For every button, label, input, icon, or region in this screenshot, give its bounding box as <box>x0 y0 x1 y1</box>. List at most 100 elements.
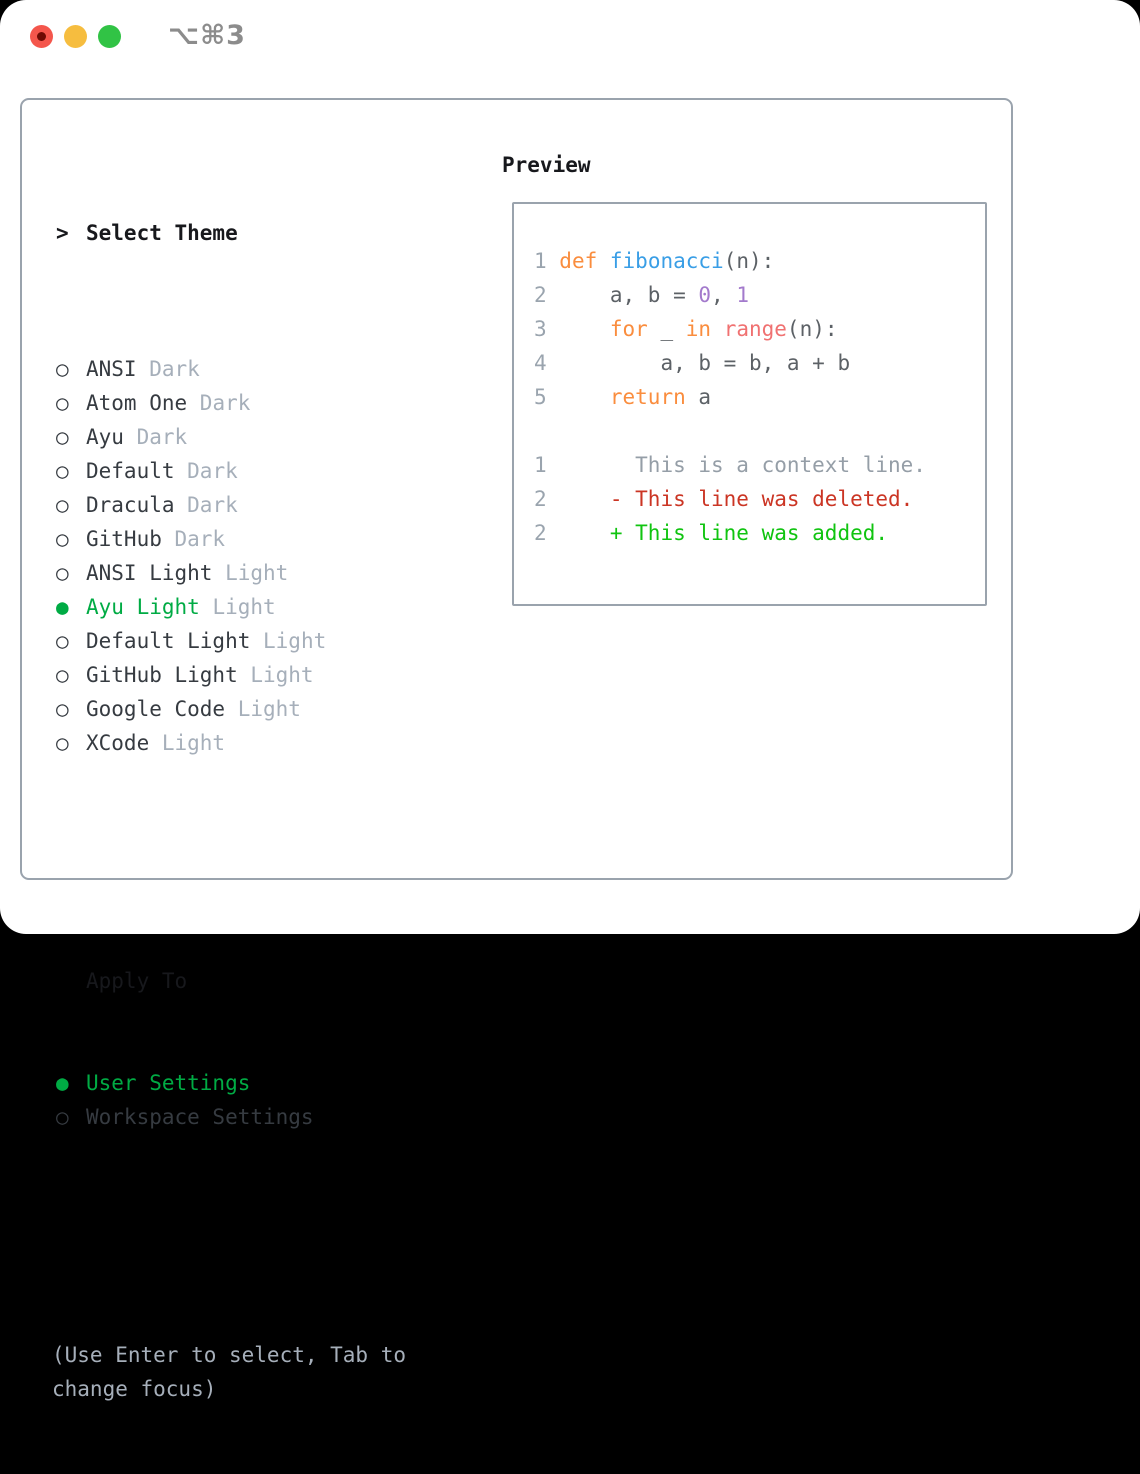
code-token: a, b = b, a + b <box>559 351 851 375</box>
theme-variant-label: Dark <box>161 527 226 551</box>
line-number: 2 <box>534 283 560 307</box>
theme-option-name: Dracula <box>86 493 175 517</box>
theme-variant-label: Light <box>237 663 314 687</box>
theme-picker-panel: > Select Theme ○ANSI Dark○Atom One Dark○… <box>20 98 1013 1401</box>
code-line: 4 a, b = b, a + b <box>534 346 975 380</box>
zoom-button[interactable] <box>98 25 121 48</box>
theme-variant-label: Light <box>250 629 327 653</box>
theme-option-name: GitHub <box>86 527 162 551</box>
line-number: 4 <box>534 351 560 375</box>
theme-option-name: ANSI Light <box>86 561 213 585</box>
app-window: ⌥⌘3 > Select Theme ○ ANSI Dark ○ Atom One D… <box>0 0 1140 1401</box>
theme-variant-label: Light <box>149 731 226 755</box>
diff-padding <box>547 487 610 511</box>
radio-icon: ● <box>56 1071 69 1095</box>
diff-preview: 1 This is a context line.2 - This line w… <box>534 448 975 550</box>
minimize-button[interactable] <box>64 25 87 48</box>
theme-list-column: > Select Theme ○ANSI Dark○Atom One Dark○… <box>52 148 452 1474</box>
theme-variant-label: Dark <box>174 493 238 517</box>
select-theme-header: > Select Theme <box>52 216 452 250</box>
code-token <box>559 317 610 341</box>
code-token: def <box>559 249 598 273</box>
prompt-icon: > <box>56 221 69 245</box>
keyboard-hint: (Use Enter to select, Tab to change focu… <box>52 1343 407 1401</box>
line-number: 5 <box>534 385 560 409</box>
radio-icon: ○ <box>56 561 69 585</box>
diff-line: 1 This is a context line. <box>534 448 975 482</box>
code-line: 2 a, b = 0, 1 <box>534 278 975 312</box>
apply-to-options-list: ●User Settings○Workspace Settings <box>52 1066 452 1134</box>
apply-to-option[interactable]: ○Workspace Settings <box>52 1100 452 1134</box>
theme-option-name: Atom One <box>86 391 188 415</box>
code-line: 3 for _ in range(n): <box>534 312 975 346</box>
code-token: fibonacci <box>609 249 724 273</box>
close-button[interactable] <box>30 25 53 48</box>
radio-icon: ○ <box>56 425 69 449</box>
code-diff-gap <box>534 414 975 448</box>
code-token <box>559 385 610 409</box>
code-token: 0 <box>698 283 712 307</box>
radio-icon: ○ <box>56 391 69 415</box>
diff-padding <box>547 453 610 477</box>
radio-icon: ○ <box>56 357 69 381</box>
diff-text: + This line was added. <box>609 521 889 545</box>
theme-option-name: Google Code <box>86 697 226 721</box>
theme-variant-label: Dark <box>123 425 188 449</box>
title-bar: ⌥⌘3 <box>0 0 1140 72</box>
theme-options-list: ○ANSI Dark○Atom One Dark○Ayu Dark○Defaul… <box>52 352 452 760</box>
radio-icon: ○ <box>56 731 69 755</box>
theme-option[interactable]: ○Default Light Light <box>52 624 452 658</box>
theme-option[interactable]: ○ GitHub Dark <box>52 522 452 556</box>
theme-option-name: Ayu <box>86 425 124 449</box>
code-token: , <box>711 283 737 307</box>
theme-option-name: Ayu Light <box>86 595 200 619</box>
code-token: return <box>609 385 686 409</box>
code-token: (n): <box>723 249 775 273</box>
line-number: 1 <box>534 249 560 273</box>
preview-title: Preview <box>502 153 591 177</box>
theme-option[interactable]: ○ XCode Light <box>52 726 452 760</box>
theme-option[interactable]: ○Default Dark <box>52 454 452 488</box>
theme-option[interactable]: ○Google Code Light <box>52 692 452 726</box>
code-token: (n): <box>786 317 838 341</box>
apply-to-option-label: Workspace Settings <box>86 1105 314 1129</box>
apply-to-spacer <box>52 964 86 998</box>
theme-option-name: XCode <box>86 731 150 755</box>
radio-icon: ○ <box>56 697 69 721</box>
line-number: 2 <box>534 487 547 511</box>
line-number: 1 <box>534 453 547 477</box>
diff-padding <box>547 521 610 545</box>
theme-variant-label: Dark <box>174 459 238 483</box>
theme-option[interactable]: ○ANSI Light Light <box>52 556 452 590</box>
theme-option[interactable]: ○GitHub Light Light <box>52 658 452 692</box>
theme-option-name: ANSI <box>86 357 137 381</box>
apply-to-title: Apply To <box>86 969 188 993</box>
radio-icon: ○ <box>56 459 69 483</box>
theme-option[interactable]: ○Atom One Dark <box>52 386 452 420</box>
select-theme-title: Select Theme <box>86 221 238 245</box>
theme-variant-label: Light <box>199 595 276 619</box>
radio-icon: ○ <box>56 629 69 653</box>
theme-option[interactable]: ● Ayu Light Light <box>52 590 452 624</box>
diff-text: This is a context line. <box>609 453 926 477</box>
code-token <box>711 317 724 341</box>
apply-to-section: Apply To ●User Settings○Workspace Settin… <box>52 896 452 1202</box>
apply-to-option[interactable]: ●User Settings <box>52 1066 452 1100</box>
radio-icon: ○ <box>56 527 69 551</box>
radio-icon: ● <box>56 595 69 619</box>
code-token: _ <box>647 317 686 341</box>
theme-option[interactable]: ○ ANSI Dark <box>52 352 452 386</box>
radio-icon: ○ <box>56 663 69 687</box>
code-token: a, b = <box>559 283 699 307</box>
theme-variant-label: Dark <box>136 357 200 381</box>
theme-option[interactable]: ○ Ayu Dark <box>52 420 452 454</box>
line-number: 2 <box>534 521 547 545</box>
radio-icon: ○ <box>56 493 69 517</box>
code-token <box>597 249 610 273</box>
close-button-dot <box>37 32 46 41</box>
code-token: in <box>685 317 712 341</box>
theme-option[interactable]: ○ Dracula Dark <box>52 488 452 522</box>
window-title: ⌥⌘3 <box>168 20 246 51</box>
